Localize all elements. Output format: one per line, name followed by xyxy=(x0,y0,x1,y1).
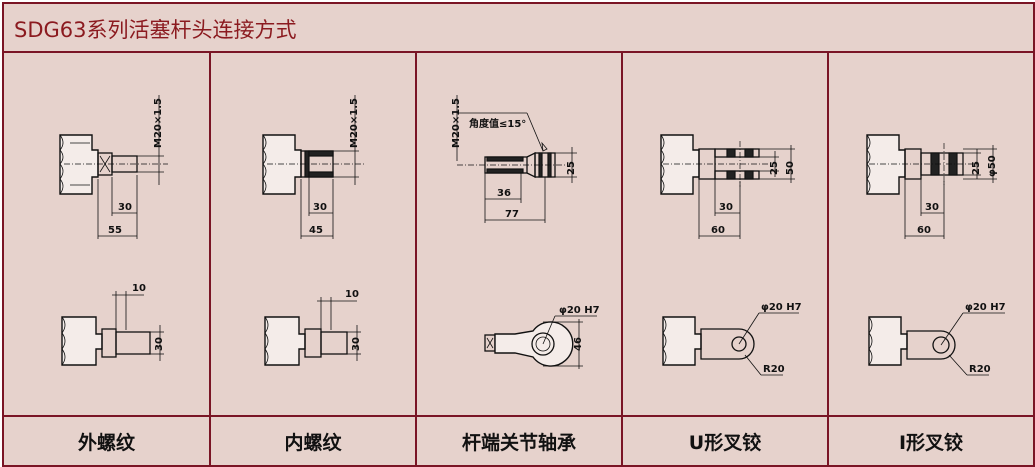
thread-spec-label: M20×1.5 xyxy=(451,98,462,148)
dim-25-vertical: 25 xyxy=(769,161,780,175)
column-label: 杆端关节轴承 xyxy=(461,431,576,454)
internal-thread-side-view: 10 30 xyxy=(264,289,362,366)
radius-label: R20 xyxy=(969,364,991,375)
u-clevis-side-view: φ20 H7 R20 xyxy=(662,302,802,376)
internal-thread-drawing: M20×1.5 30 45 10 30 xyxy=(262,95,365,366)
dim-30: 30 xyxy=(925,202,939,213)
dim-55: 55 xyxy=(108,225,122,236)
i-clevis-drawing: 25 φ50 30 60 φ20 H7 xyxy=(866,134,1006,376)
angle-note: 角度值≤15° xyxy=(469,117,526,130)
i-clevis-top-view: 25 φ50 30 60 xyxy=(866,134,998,239)
column-label: U形叉铰 xyxy=(688,431,762,454)
column-u-clevis: 25 50 30 60 φ20 H7 R xyxy=(623,53,829,415)
column-external-thread: M20×1.5 30 55 10 30 xyxy=(4,53,211,415)
dim-10: 10 xyxy=(132,283,146,294)
dim-30: 30 xyxy=(719,202,733,213)
u-clevis-top-view: 25 50 30 60 xyxy=(660,134,796,239)
hole-spec-label: φ20 H7 xyxy=(559,305,600,316)
hole-spec-label: φ20 H7 xyxy=(761,302,802,313)
rod-end-top-view: M20×1.5 角度值≤15° 25 36 xyxy=(451,95,577,223)
column-label: I形叉铰 xyxy=(898,431,964,454)
label-cell-internal-thread: 内螺纹 xyxy=(211,415,417,465)
rod-end-side-view: φ20 H7 46 xyxy=(484,305,600,369)
dim-36: 36 xyxy=(497,188,511,199)
thread-spec-label: M20×1.5 xyxy=(349,98,360,148)
page-title: SDG63系列活塞杆头连接方式 xyxy=(14,18,297,42)
dim-phi50-vertical: φ50 xyxy=(987,155,998,177)
column-label: 外螺纹 xyxy=(77,431,135,454)
dim-30-vertical: 30 xyxy=(154,337,165,351)
i-clevis-side-view: φ20 H7 R20 xyxy=(868,302,1006,376)
label-cell-external-thread: 外螺纹 xyxy=(4,415,211,465)
dim-25-vertical: 25 xyxy=(566,161,577,175)
hole-spec-label: φ20 H7 xyxy=(965,302,1006,313)
label-cell-rod-end-bearing: 杆端关节轴承 xyxy=(417,415,623,465)
internal-thread-top-view: M20×1.5 30 45 xyxy=(262,95,365,239)
thread-spec-label: M20×1.5 xyxy=(153,98,164,148)
label-cell-u-clevis: U形叉铰 xyxy=(623,415,829,465)
column-i-clevis: 25 φ50 30 60 φ20 H7 xyxy=(829,53,1033,415)
title-bar: SDG63系列活塞杆头连接方式 xyxy=(4,4,1033,53)
dim-10: 10 xyxy=(345,289,359,300)
column-rod-end-bearing: M20×1.5 角度值≤15° 25 36 xyxy=(417,53,623,415)
radius-label: R20 xyxy=(763,364,785,375)
external-thread-top-view: M20×1.5 30 55 xyxy=(59,95,168,239)
dim-30: 30 xyxy=(313,202,327,213)
dim-30-vertical: 30 xyxy=(351,337,362,351)
dim-50-vertical: 50 xyxy=(785,161,796,175)
dim-60: 60 xyxy=(917,225,931,236)
dim-25-vertical: 25 xyxy=(971,161,982,175)
dim-77: 77 xyxy=(505,209,519,220)
external-thread-drawing: M20×1.5 30 55 10 30 xyxy=(59,95,168,366)
dim-30: 30 xyxy=(118,202,132,213)
dim-46-vertical: 46 xyxy=(573,337,584,351)
column-label: 内螺纹 xyxy=(284,431,342,454)
rod-end-bearing-drawing: M20×1.5 角度值≤15° 25 36 xyxy=(451,95,600,369)
dim-60: 60 xyxy=(711,225,725,236)
label-cell-i-clevis: I形叉铰 xyxy=(829,415,1033,465)
u-clevis-drawing: 25 50 30 60 φ20 H7 R xyxy=(660,134,802,376)
column-internal-thread: M20×1.5 30 45 10 30 xyxy=(211,53,417,415)
external-thread-side-view: 10 30 xyxy=(61,283,165,366)
dim-45: 45 xyxy=(309,225,323,236)
